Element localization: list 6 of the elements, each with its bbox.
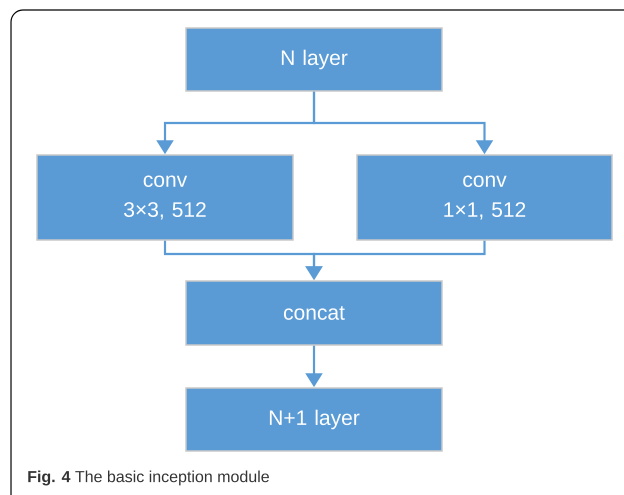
layer-box: conv 1×1, 512: [356, 154, 613, 241]
layer-box: N+1 layer: [185, 387, 443, 452]
layer-box: conv 3×3, 512: [36, 154, 294, 241]
layer-box: concat: [185, 280, 443, 346]
figure-caption: Fig. 4 The basic inception module: [28, 470, 269, 486]
layer-box: N layer: [185, 27, 443, 92]
